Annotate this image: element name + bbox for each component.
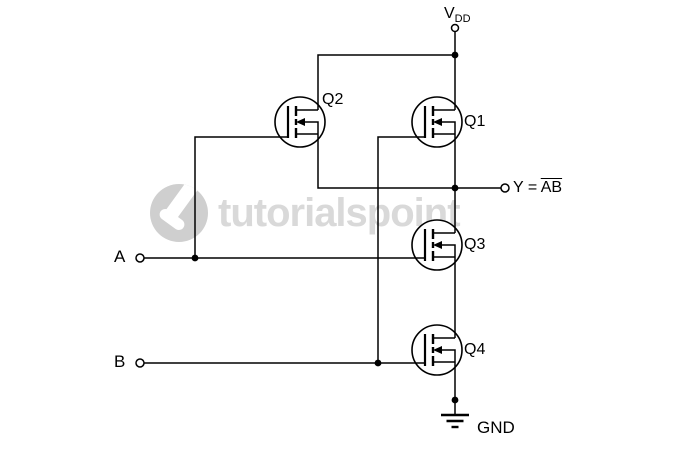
tutorialspoint-logo-icon bbox=[150, 184, 208, 242]
vdd-letter: V bbox=[444, 5, 455, 22]
vdd-subscript: DD bbox=[454, 13, 471, 26]
q2-source-to-output-wire bbox=[317, 134, 455, 189]
output-label: Y = AB bbox=[513, 179, 562, 197]
transistor-q1-label: Q1 bbox=[464, 113, 486, 130]
input-a-terminal bbox=[135, 253, 145, 263]
junction-dot bbox=[451, 184, 459, 192]
input-a-label: A bbox=[114, 247, 126, 266]
q2-drain-branch-wire bbox=[317, 54, 455, 110]
wires bbox=[144, 31, 501, 415]
output-label-overlined: AB bbox=[540, 179, 563, 196]
ground-label: GND bbox=[477, 418, 515, 437]
transistor-q3-label: Q3 bbox=[464, 236, 486, 253]
output-label-prefix: Y = bbox=[513, 179, 541, 196]
input-b-terminal bbox=[135, 358, 145, 368]
junction-dot bbox=[451, 396, 459, 404]
transistor-q4-label: Q4 bbox=[464, 341, 486, 358]
input-b-to-q1-gate-wire bbox=[377, 136, 425, 363]
junction-dots bbox=[191, 51, 459, 404]
junction-dot bbox=[451, 51, 459, 59]
ground-symbol bbox=[441, 413, 469, 429]
vdd-label: VDD bbox=[444, 5, 471, 25]
input-a-to-q2-gate-wire bbox=[194, 136, 288, 258]
junction-dot bbox=[191, 254, 199, 262]
input-b-label: B bbox=[114, 352, 126, 371]
output-terminal bbox=[500, 183, 510, 193]
transistor-q2-label: Q2 bbox=[322, 91, 344, 108]
vdd-terminal bbox=[450, 23, 460, 33]
junction-dot bbox=[374, 359, 382, 367]
